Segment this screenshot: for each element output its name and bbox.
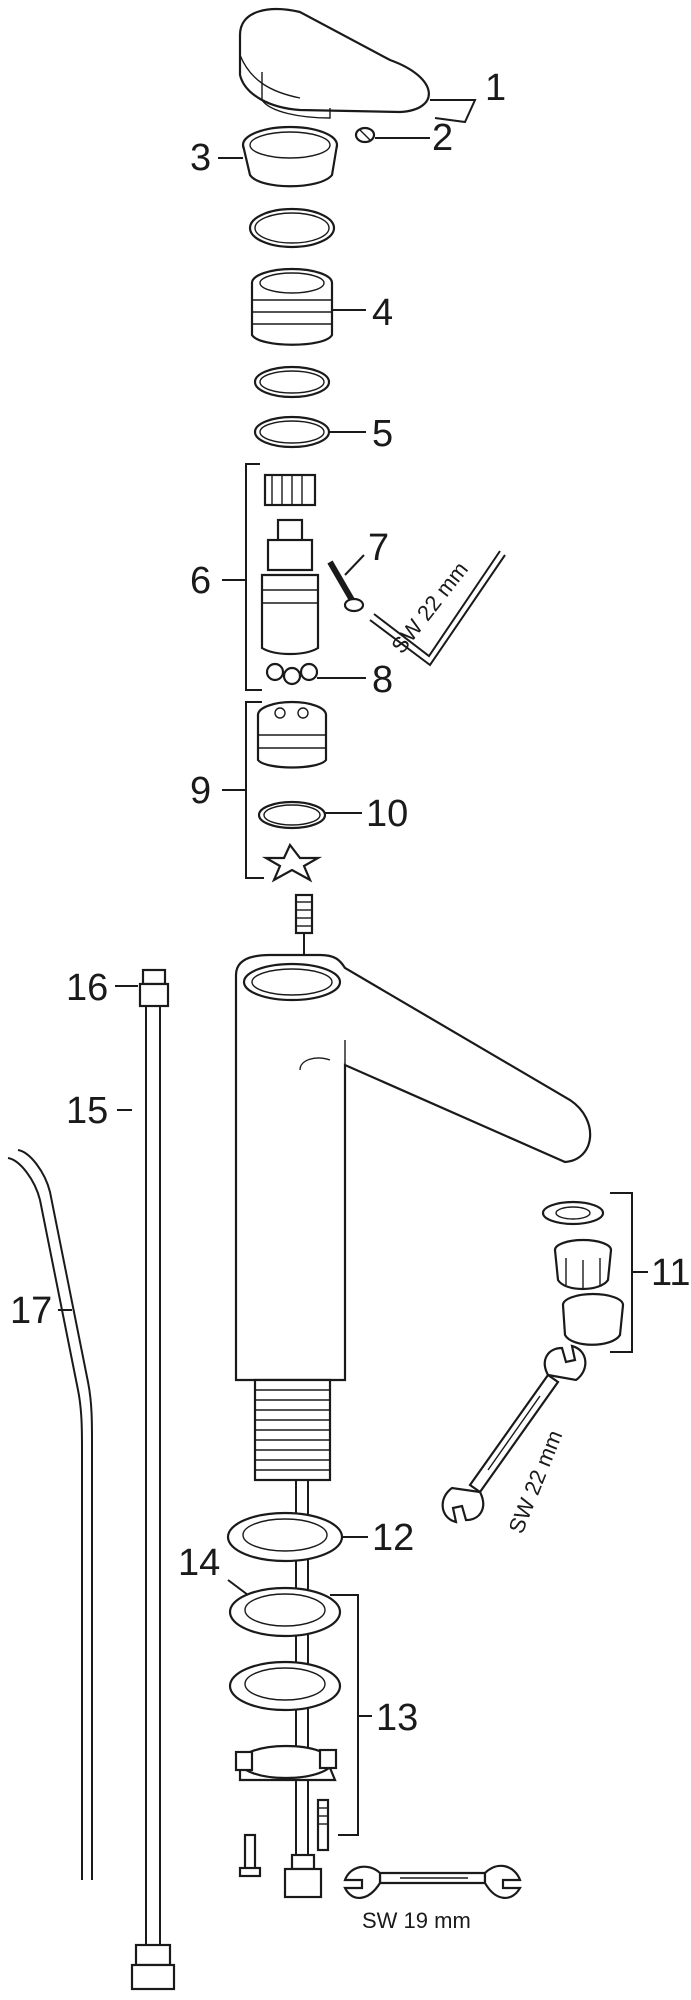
label-wrench-bottom: SW 19 mm xyxy=(362,1908,471,1933)
cartridge-assembly xyxy=(260,473,320,656)
shank-threads xyxy=(255,1389,330,1471)
label-7: 7 xyxy=(368,527,389,569)
bracket-6 xyxy=(245,463,262,691)
threaded-sleeve xyxy=(250,267,334,346)
valve-body xyxy=(256,700,328,769)
label-11: 11 xyxy=(651,1252,690,1294)
grub-screw xyxy=(354,126,376,144)
label-5: 5 xyxy=(372,413,393,455)
label-12: 12 xyxy=(372,1517,414,1559)
label-15: 15 xyxy=(66,1090,108,1132)
label-9: 9 xyxy=(190,770,211,812)
o-ring-mid xyxy=(253,365,331,399)
wrench-bottom xyxy=(343,1864,522,1899)
bracket-13 xyxy=(330,1594,359,1836)
o-ring-10 xyxy=(257,800,327,830)
aerator-set xyxy=(541,1200,625,1346)
ring-13a xyxy=(228,1660,342,1712)
label-13: 13 xyxy=(376,1697,418,1739)
label-14: 14 xyxy=(178,1542,220,1584)
label-10: 10 xyxy=(366,793,408,835)
pin xyxy=(327,560,365,613)
label-hex-key: SW 22 mm xyxy=(386,557,473,658)
label-3: 3 xyxy=(190,137,211,179)
label-1: 1 xyxy=(485,67,506,109)
wrench-aerator xyxy=(441,1344,587,1524)
label-6: 6 xyxy=(190,560,211,602)
lever-handle xyxy=(238,8,430,119)
star-clip xyxy=(261,842,323,883)
mounting-flange xyxy=(234,1744,338,1782)
label-17: 17 xyxy=(10,1290,52,1332)
lift-rod xyxy=(7,1157,83,1880)
o-ring-top xyxy=(248,207,336,249)
ring-14 xyxy=(228,1586,342,1638)
flex-hose xyxy=(130,968,176,1991)
seal-set xyxy=(265,662,319,686)
cover-ring xyxy=(241,125,339,188)
label-8: 8 xyxy=(372,659,393,701)
washer-12 xyxy=(226,1511,344,1563)
label-4: 4 xyxy=(372,292,393,334)
hex-key-tool xyxy=(369,550,506,667)
bolt-right xyxy=(316,1798,330,1852)
spout-body xyxy=(234,953,592,1482)
label-2: 2 xyxy=(432,117,453,159)
center-nut xyxy=(283,1853,323,1899)
label-16: 16 xyxy=(66,967,108,1009)
bolt-left xyxy=(238,1833,262,1878)
